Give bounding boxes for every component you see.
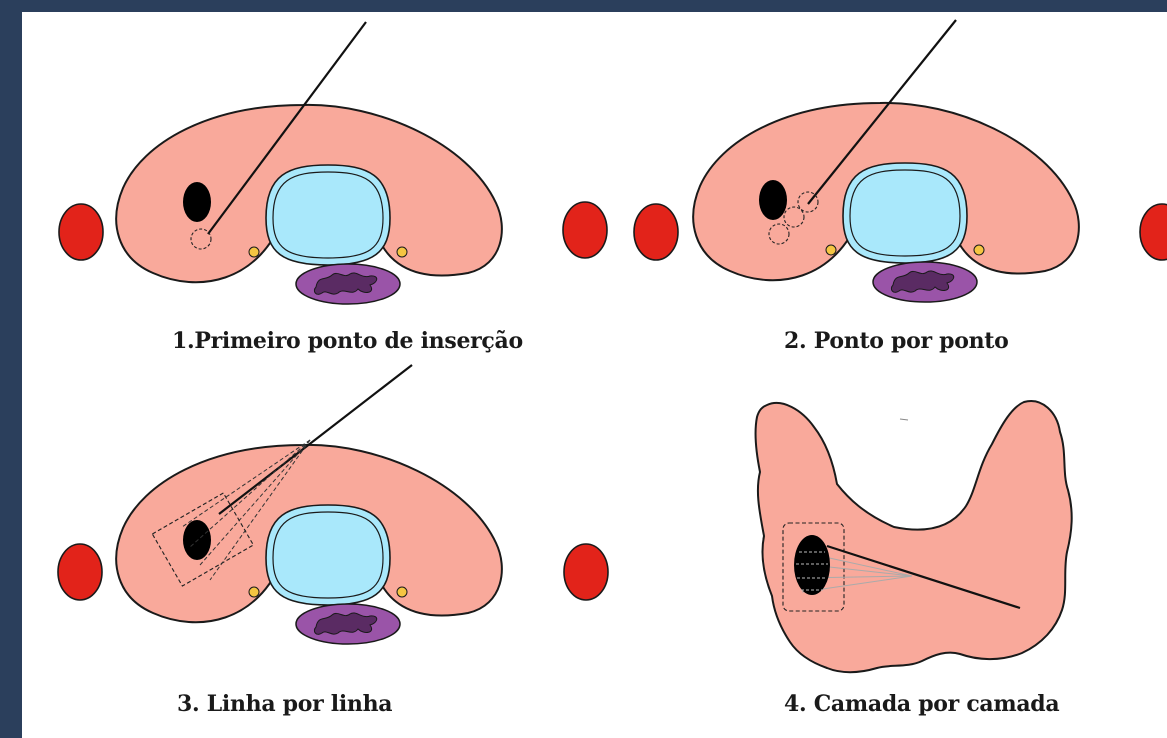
panel-2 bbox=[634, 20, 1167, 302]
nodule bbox=[759, 180, 787, 220]
thyroid-coronal bbox=[756, 401, 1072, 672]
carotid-right bbox=[563, 202, 607, 258]
caption-panel-1: 1.Primeiro ponto de inserção bbox=[172, 328, 523, 354]
carotid-left bbox=[634, 204, 678, 260]
carotid-right bbox=[564, 544, 608, 600]
thyroid-ablation-diagram bbox=[22, 12, 1167, 738]
nodule bbox=[183, 182, 211, 222]
caption-panel-4: 4. Camada por camada bbox=[784, 691, 1059, 717]
panel-3 bbox=[58, 365, 608, 644]
caption-panel-3: 3. Linha por linha bbox=[177, 691, 392, 717]
nodule bbox=[183, 520, 211, 560]
carotid-right bbox=[1140, 204, 1167, 260]
panel-4 bbox=[756, 401, 1072, 672]
carotid-left bbox=[59, 204, 103, 260]
carotid-left bbox=[58, 544, 102, 600]
diagram-frame: 1.Primeiro ponto de inserção 2. Ponto po… bbox=[22, 12, 1167, 738]
caption-panel-2: 2. Ponto por ponto bbox=[784, 328, 1009, 354]
panel-1 bbox=[59, 22, 607, 304]
nodule bbox=[794, 535, 830, 595]
stray-mark bbox=[900, 419, 908, 420]
